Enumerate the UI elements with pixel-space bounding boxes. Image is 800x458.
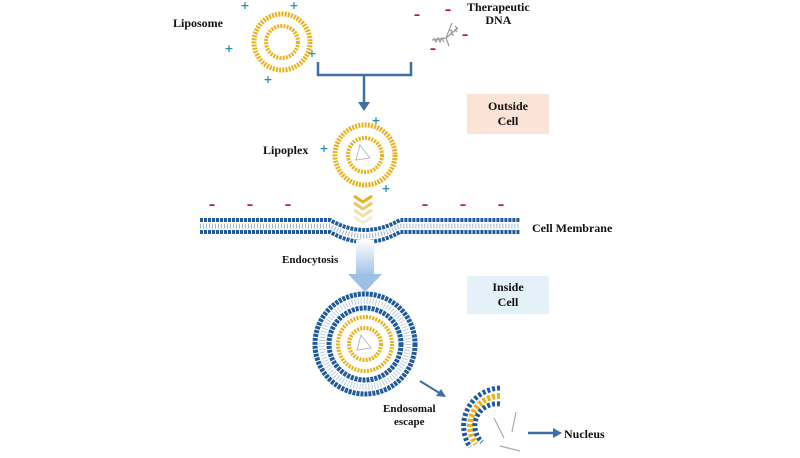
liposome-label: Liposome	[173, 16, 224, 30]
negative-charge-icon: –	[285, 198, 292, 213]
negative-charge-icon: –	[430, 42, 437, 57]
nucleus-label: Nucleus	[564, 427, 605, 441]
liposome-icon	[251, 11, 313, 73]
released-dna-icon	[493, 411, 521, 452]
positive-charge-icon: +	[263, 73, 272, 86]
inside-cell-line2: Cell	[497, 295, 519, 309]
positive-charge-icon: +	[224, 42, 233, 55]
negative-charge-icon: –	[460, 198, 467, 213]
negative-charge-icon: –	[247, 198, 254, 213]
cell-membrane-label: Cell Membrane	[532, 221, 613, 235]
negative-charge-icon: –	[209, 198, 216, 213]
therapeutic-dna-label-line2: DNA	[485, 13, 512, 27]
outside-cell-box: Outside Cell	[467, 94, 549, 134]
endosome-icon	[312, 291, 418, 397]
positive-charge-icon: +	[319, 142, 328, 155]
positive-charge-icon: +	[289, 0, 298, 12]
negative-charge-icon: –	[498, 198, 505, 213]
arrow-down-icon	[358, 102, 370, 111]
lipoplex-icon	[332, 122, 398, 188]
negative-charge-icon: –	[414, 8, 421, 23]
chevron-down-icon	[353, 194, 373, 225]
outside-cell-line1: Outside	[487, 99, 528, 113]
endocytosis-arrow-icon	[348, 240, 382, 292]
therapeutic-dna-label-line1: Therapeutic	[467, 0, 530, 14]
inside-cell-box: Inside Cell	[467, 276, 549, 314]
merge-bracket-icon	[316, 62, 413, 104]
cell-membrane-icon	[200, 218, 520, 244]
outside-cell-line2: Cell	[497, 114, 519, 128]
escape-arrow-icon	[419, 380, 446, 397]
inside-cell-line1: Inside	[492, 280, 524, 294]
nucleus-arrow-icon	[528, 428, 562, 438]
negative-charge-icon: –	[422, 198, 429, 213]
negative-charge-icon: –	[445, 3, 452, 18]
broken-vesicle-icon	[461, 385, 501, 449]
positive-charge-icon: +	[381, 182, 390, 195]
lipoplex-label: Lipoplex	[263, 143, 309, 157]
endosomal-escape-label-line2: escape	[394, 416, 425, 428]
endosomal-escape-label-line1: Endosomal	[383, 403, 436, 415]
positive-charge-icon: +	[371, 114, 380, 127]
dna-icon	[431, 22, 459, 47]
negative-charge-icon: –	[462, 28, 469, 43]
endocytosis-label: Endocytosis	[282, 254, 339, 266]
endosomal-escape-label: Endosomal escape	[383, 403, 436, 429]
therapeutic-dna-label: Therapeutic DNA	[467, 1, 530, 27]
positive-charge-icon: +	[307, 47, 316, 60]
negative-charges: – – – – – – – – – –	[209, 3, 505, 213]
positive-charges: + + + + + + + +	[224, 0, 390, 195]
positive-charge-icon: +	[240, 0, 249, 12]
